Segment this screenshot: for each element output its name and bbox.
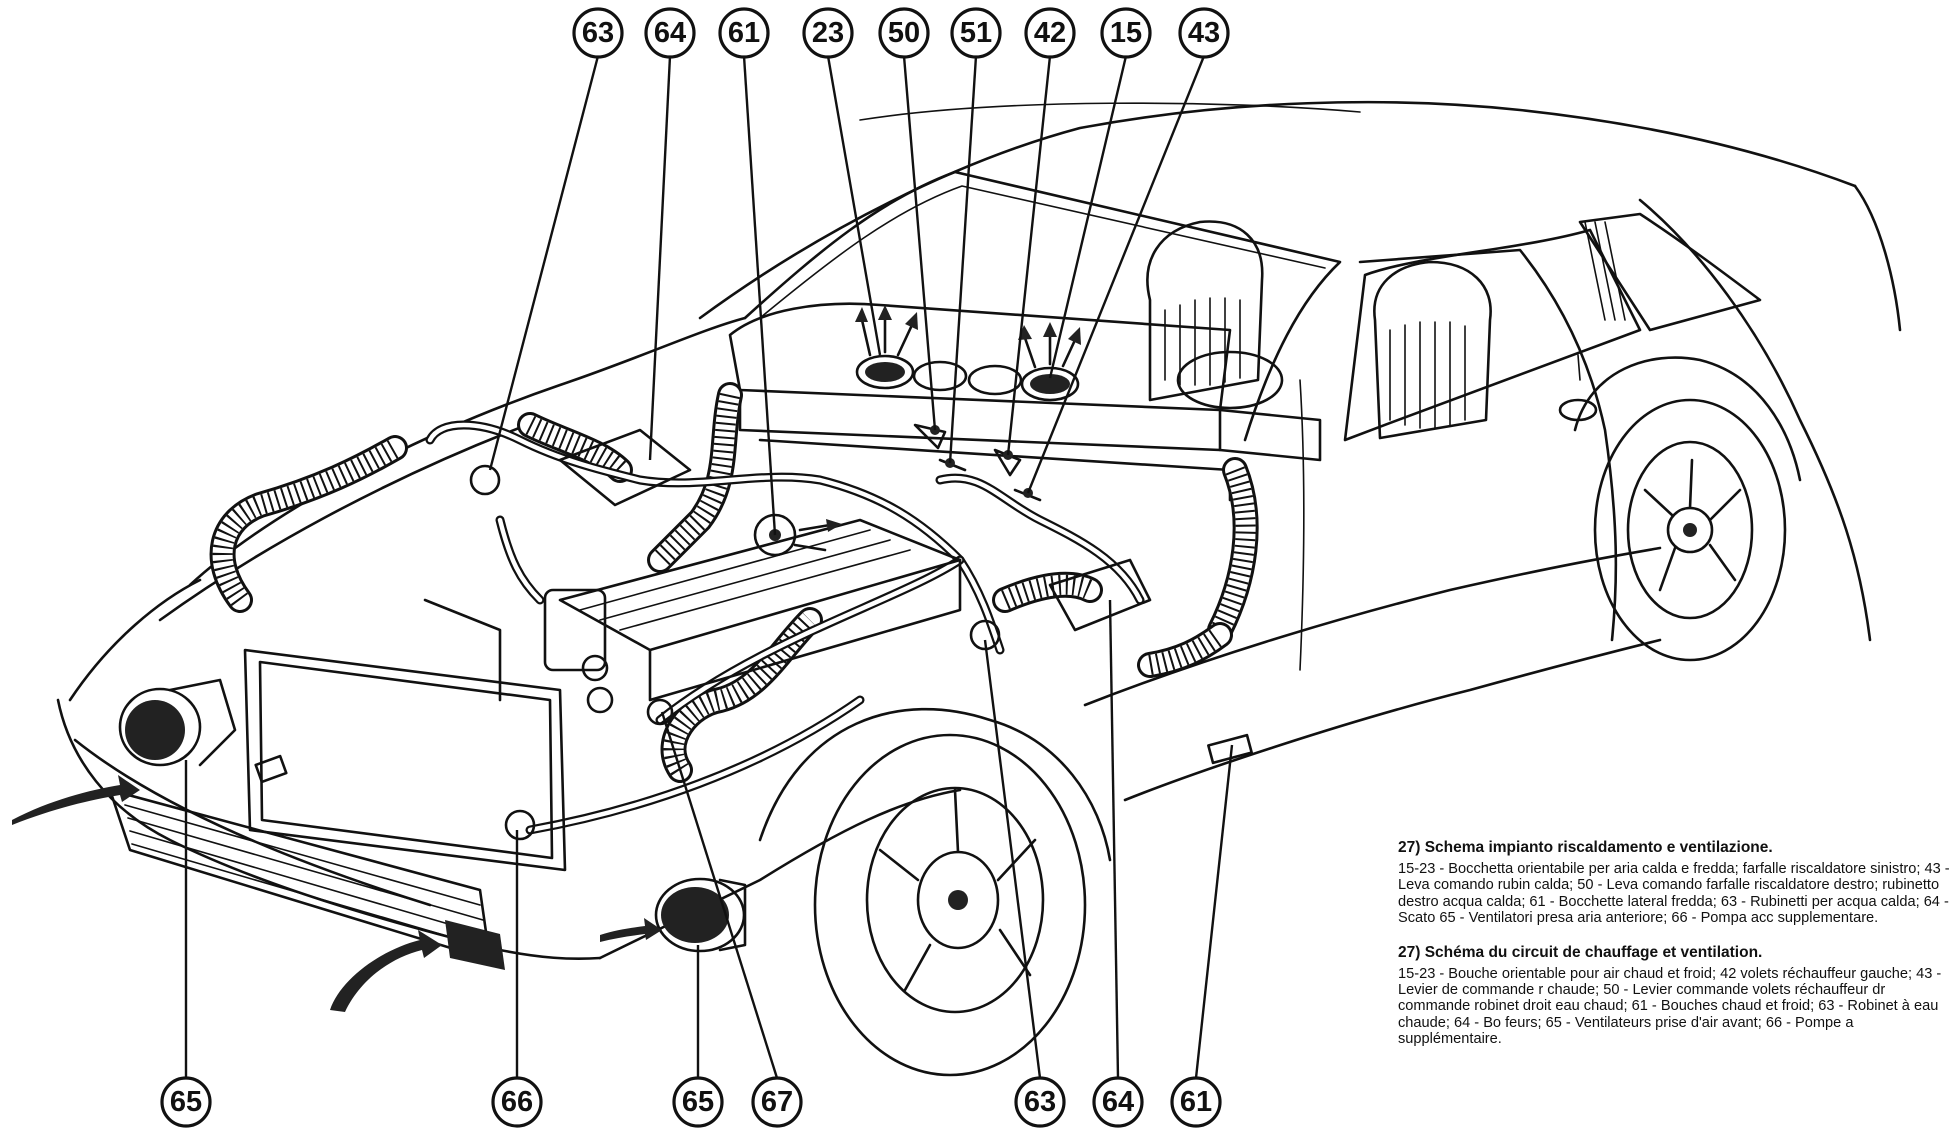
caption-italian-title: 27) Schema impianto riscaldamento e vent…	[1398, 839, 1773, 856]
front-wheel	[758, 708, 1112, 1077]
callout-label: 61	[1180, 1086, 1212, 1118]
seats	[1146, 220, 1492, 440]
windshield	[859, 102, 1361, 121]
callout-label: 61	[728, 17, 760, 49]
caption-french-body: 15-23 - Bouche orientable pour air chaud…	[1398, 965, 1942, 1048]
callout-label: 64	[654, 17, 686, 49]
callout-label: 43	[1188, 17, 1220, 49]
callout-61-top: 61	[718, 7, 770, 59]
callout-65-bottom-left: 65	[160, 1076, 212, 1128]
water-pipes	[425, 420, 1145, 835]
callout-64-bottom: 64	[1092, 1076, 1144, 1128]
callout-42-top: 42	[1024, 7, 1076, 59]
figure-caption: 27) Schema impianto riscaldamento e vent…	[1398, 838, 1950, 1133]
callout-label: 42	[1034, 17, 1066, 49]
callout-15-top: 15	[1100, 7, 1152, 59]
callout-67-bottom: 67	[751, 1076, 803, 1128]
front-fans	[118, 678, 747, 953]
caption-french: 27) Schéma du circuit de chauffage et ve…	[1398, 943, 1941, 1048]
callout-label: 15	[1110, 17, 1142, 49]
dashboard-vents	[855, 305, 1081, 402]
heating-ventilation-diagram: 63 64 61 23 50 51 42 15 43 65 66 6	[12, 7, 1902, 1128]
callout-label: 65	[170, 1086, 202, 1118]
callout-64-top: 64	[644, 7, 696, 59]
callout-label: 67	[761, 1086, 793, 1118]
callout-43-top: 43	[1178, 7, 1230, 59]
air-inlet-arrows	[12, 775, 662, 1012]
callout-label: 65	[682, 1086, 714, 1118]
caption-italian-body: 15-23 - Bocchetta orientabile per aria c…	[1398, 861, 1950, 927]
callout-51-top: 51	[950, 7, 1002, 59]
leader-lines	[184, 55, 1234, 1079]
callout-label: 63	[582, 17, 614, 49]
caption-french-title: 27) Schéma du circuit de chauffage et ve…	[1398, 943, 1763, 961]
callout-label: 51	[960, 17, 992, 49]
front-grille	[108, 788, 505, 970]
engine	[423, 513, 962, 714]
callout-50-top: 50	[878, 7, 930, 59]
callout-63-bottom: 63	[1014, 1076, 1066, 1128]
callout-66-bottom: 66	[491, 1076, 543, 1128]
callout-label: 23	[812, 17, 844, 49]
callout-label: 63	[1024, 1086, 1056, 1118]
rear-wheel	[1573, 356, 1802, 662]
callout-label: 64	[1102, 1086, 1134, 1118]
caption-italian: 27) Schema impianto riscaldamento e vent…	[1398, 838, 1950, 927]
radiator	[243, 648, 567, 872]
callout-65-bottom: 65	[672, 1076, 724, 1128]
callout-label: 66	[501, 1086, 533, 1118]
callout-label: 50	[888, 17, 920, 49]
heater-boxes	[558, 428, 1152, 632]
callout-61-bottom: 61	[1170, 1076, 1222, 1128]
callout-63-top: 63	[572, 7, 624, 59]
callout-23-top: 23	[802, 7, 854, 59]
